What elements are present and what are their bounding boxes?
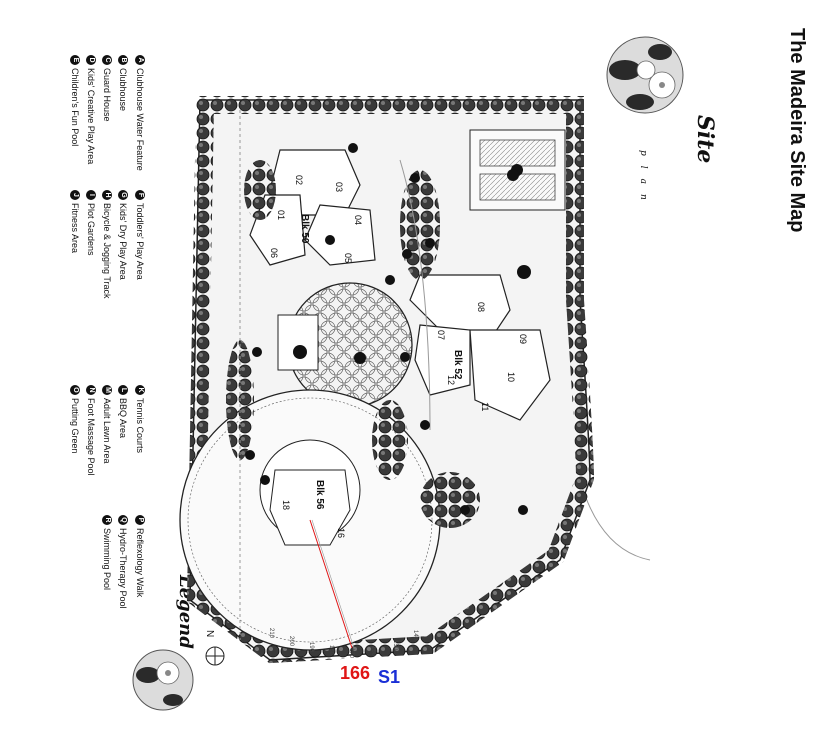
svg-text:16: 16	[336, 528, 346, 538]
legend-item-k: K Tennis Courts	[135, 385, 145, 453]
legend-item-g: G Kids' Dry Play Area	[118, 190, 128, 280]
legend-item-label: Fitness Area	[70, 203, 80, 254]
legend-item-label: Bicycle & Jogging Track	[102, 203, 112, 299]
svg-text:150: 150	[392, 640, 398, 651]
svg-text:04: 04	[353, 215, 363, 225]
svg-text:200: 200	[288, 636, 294, 647]
svg-text:160: 160	[370, 646, 376, 657]
legend-key-badge: C	[102, 55, 112, 65]
legend-item-label: Children's Fun Pool	[70, 68, 80, 147]
legend-item-label: Kids' Creative Play Area	[86, 68, 96, 165]
legend-key-badge: A	[135, 55, 145, 65]
flower-ornament-bottom	[132, 649, 194, 711]
legend-key-badge: N	[86, 385, 96, 395]
legend-key-badge: L	[118, 385, 128, 395]
legend-item-h: H Bicycle & Jogging Track	[102, 190, 112, 299]
legend-item-label: Clubhouse	[118, 68, 128, 112]
legend-key-badge: B	[118, 55, 128, 65]
svg-text:02: 02	[294, 175, 304, 185]
marker-number: 166	[340, 663, 371, 683]
svg-text:18: 18	[281, 500, 291, 510]
legend-item-i: I Plot Gardens	[86, 190, 96, 256]
legend-item-f: F Toddlers' Play Area	[135, 190, 145, 280]
block-label-52: Blk 52	[452, 350, 463, 380]
legend-item-o: O Putting Green	[70, 385, 80, 454]
legend-item-label: Reflexology Walk	[135, 528, 145, 598]
svg-text:10: 10	[506, 372, 516, 382]
block-label-50: Blk 50	[299, 214, 310, 244]
north-label: N	[204, 630, 215, 638]
flower-ornament-top	[606, 36, 684, 114]
svg-text:140: 140	[412, 630, 418, 641]
legend-item-b: B Clubhouse	[118, 55, 128, 111]
legend-item-label: Kids' Dry Play Area	[118, 203, 128, 280]
legend-item-n: N Foot Massage Pool	[86, 385, 96, 476]
svg-text:08: 08	[476, 302, 486, 312]
svg-text:170: 170	[348, 648, 354, 659]
legend-item-label: Clubhouse Water Feature	[135, 68, 145, 171]
svg-text:210: 210	[268, 628, 274, 639]
legend-item-c: C Guard House	[102, 55, 112, 122]
legend-item-m: M Adult Lawn Area	[102, 385, 112, 464]
legend-item-e: E Children's Fun Pool	[70, 55, 80, 146]
legend-key-badge: G	[118, 190, 128, 200]
legend-key-badge: E	[70, 55, 80, 65]
legend-item-p: P Reflexology Walk	[135, 515, 145, 597]
central-pool-deck	[277, 282, 413, 408]
legend-key-badge: J	[70, 190, 80, 200]
svg-text:01: 01	[276, 210, 286, 220]
north-arrow-icon	[205, 646, 225, 666]
legend-key-badge: P	[135, 515, 145, 525]
legend-key-badge: Q	[118, 515, 128, 525]
legend-item-label: BBQ Area	[118, 398, 128, 439]
legend-item-q: Q Hydro-Therapy Pool	[118, 515, 128, 609]
legend-key-badge: F	[135, 190, 145, 200]
svg-text:06: 06	[269, 248, 279, 258]
legend-item-label: Toddlers' Play Area	[135, 203, 145, 280]
svg-text:07: 07	[436, 330, 446, 340]
legend-item-label: Hydro-Therapy Pool	[118, 528, 128, 609]
svg-text:03: 03	[334, 182, 344, 192]
legend-item-label: Guard House	[102, 68, 112, 122]
legend-key-badge: M	[102, 385, 112, 395]
legend-item-l: L BBQ Area	[118, 385, 128, 438]
svg-text:190: 190	[308, 642, 314, 653]
block-label-56: Blk 56	[314, 480, 325, 510]
legend-item-label: Swimming Pool	[102, 528, 112, 591]
svg-text:05: 05	[343, 253, 353, 263]
legend-item-label: Putting Green	[70, 398, 80, 454]
legend-item-label: Adult Lawn Area	[102, 398, 112, 464]
legend-item-label: Tennis Courts	[135, 398, 145, 454]
legend-key-badge: H	[102, 190, 112, 200]
legend-key-badge: I	[86, 190, 96, 200]
legend-key-badge: O	[70, 385, 80, 395]
svg-text:11: 11	[480, 402, 490, 411]
legend-item-r: R Swimming Pool	[102, 515, 112, 590]
legend-key-badge: D	[86, 55, 96, 65]
tennis-courts	[469, 129, 566, 211]
svg-text:09: 09	[518, 334, 528, 344]
legend-key-badge: K	[135, 385, 145, 395]
svg-text:12: 12	[446, 375, 456, 385]
legend-key-badge: R	[102, 515, 112, 525]
legend-item-label: Plot Gardens	[86, 203, 96, 256]
legend-item-j: J Fitness Area	[70, 190, 80, 253]
blk-50-buildings: 02 03 04 05 01 06	[249, 149, 376, 266]
legend-item-d: D Kids' Creative Play Area	[86, 55, 96, 164]
svg-text:180: 180	[328, 645, 334, 656]
legend-item-label: Foot Massage Pool	[86, 398, 96, 476]
marker-label: S1	[378, 667, 401, 687]
legend-item-a: A Clubhouse Water Feature	[135, 55, 145, 171]
